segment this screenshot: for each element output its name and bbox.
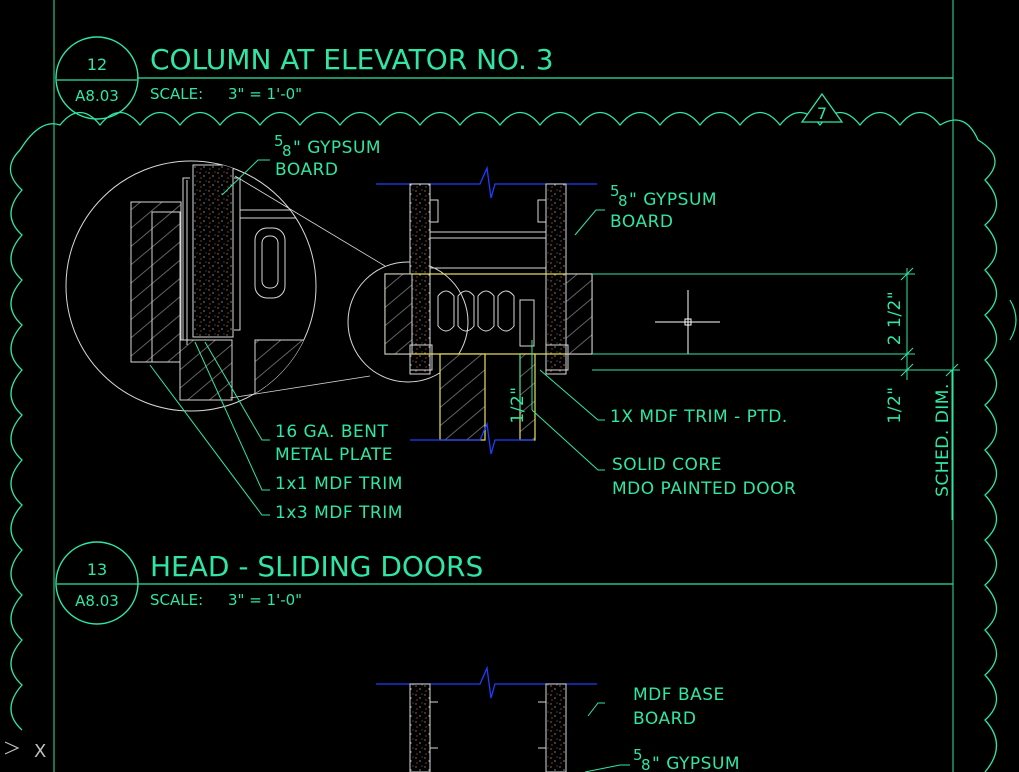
column-section-drawing: [376, 165, 597, 455]
crosshair-cursor: [655, 290, 720, 354]
note-board-right: BOARD: [610, 212, 673, 232]
detail-13-notes: MDF BASE BOARD 5 8 " GYPSUM: [584, 685, 740, 772]
revision-cloud: [9, 111, 998, 772]
detail-number: 12: [87, 55, 107, 74]
note-solid-core: SOLID CORE: [612, 455, 722, 475]
scale-value: 3" = 1'-0": [228, 591, 302, 609]
note-mdf-base: MDF BASE: [633, 685, 725, 705]
dimension-half-right: 1/2": [885, 386, 905, 423]
scale-value: 3" = 1'-0": [228, 85, 302, 103]
fraction-numerator: 5: [274, 132, 284, 150]
dimension-2-half: 2 1/2": [885, 291, 905, 345]
detail-title: COLUMN AT ELEVATOR NO. 3: [150, 43, 554, 76]
sliding-door-head-drawing: [376, 665, 597, 772]
fraction-numerator: 5: [610, 182, 620, 200]
note-bent-plate: 16 GA. BENT: [275, 422, 388, 442]
note-gypsum-right: " GYPSUM: [629, 190, 717, 210]
revision-triangle: 7: [800, 92, 844, 123]
fraction-numerator: 5: [633, 746, 643, 764]
note-1x3-trim: 1x3 MDF TRIM: [275, 503, 403, 523]
note-gypsum-left: " GYPSUM: [293, 138, 381, 158]
detail-12-header: 12 A8.03 COLUMN AT ELEVATOR NO. 3 SCALE:…: [55, 36, 953, 120]
note-mdf-trim-ptd: 1X MDF TRIM - PTD.: [610, 407, 788, 427]
ucs-icon[interactable]: X: [4, 741, 46, 762]
note-metal-plate: METAL PLATE: [275, 445, 393, 465]
detail-title: HEAD - SLIDING DOORS: [150, 550, 483, 583]
detail-sheet-ref: A8.03: [75, 87, 119, 105]
note-board-left: BOARD: [275, 160, 338, 180]
dimension-lines: [519, 267, 960, 520]
detail-sheet-ref: A8.03: [75, 592, 119, 610]
detail-bubble: [55, 541, 139, 625]
fraction-denominator: 8: [618, 192, 628, 210]
detail-13-header: 13 A8.03 HEAD - SLIDING DOORS SCALE: 3" …: [55, 541, 953, 625]
leader-lines: [149, 159, 605, 717]
scale-label: SCALE:: [150, 85, 203, 103]
detail-bubble: [55, 36, 139, 120]
note-1x1-trim: 1x1 MDF TRIM: [275, 474, 403, 494]
ucs-x-label: X: [34, 741, 46, 762]
detail-number: 13: [87, 560, 107, 579]
revision-tag: 7: [817, 104, 827, 123]
detail-12-notes: 5 8 " GYPSUM BOARD 5 8 " GYPSUM BOARD 16…: [274, 132, 796, 523]
revision-cloud-right-edge: [1009, 299, 1017, 341]
note-gypsum-bottom: " GYPSUM: [652, 754, 740, 772]
dimension-half-left: 1/2": [508, 386, 528, 423]
sched-dim-label: SCHED. DIM.: [933, 383, 953, 497]
note-mdo-door: MDO PAINTED DOOR: [612, 479, 796, 499]
note-base-board: BOARD: [633, 709, 696, 729]
scale-label: SCALE:: [150, 591, 203, 609]
sheet-frame: [53, 0, 954, 772]
fraction-denominator: 8: [641, 756, 651, 772]
fraction-denominator: 8: [282, 142, 292, 160]
